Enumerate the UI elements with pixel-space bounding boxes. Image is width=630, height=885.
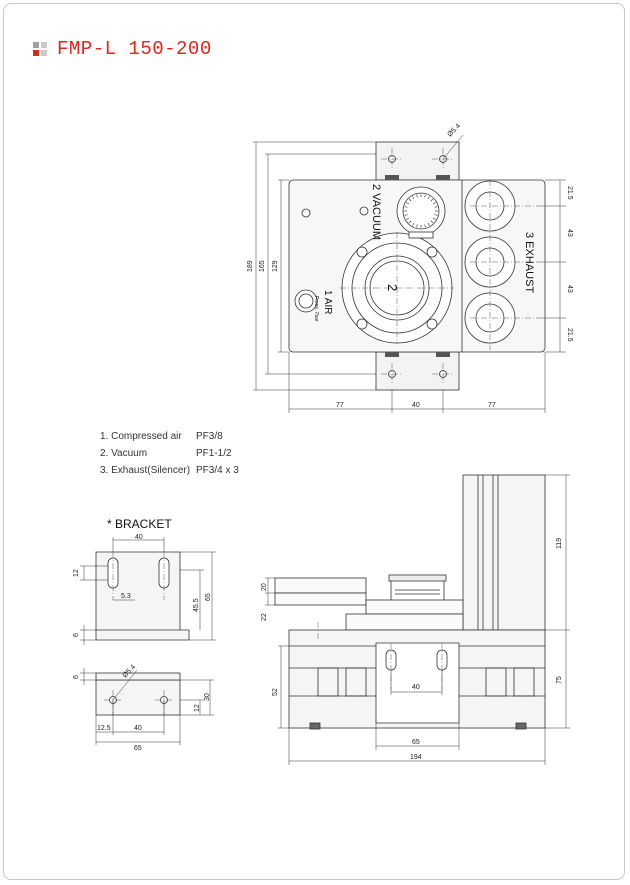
spec-label: 2. Vacuum (100, 448, 148, 459)
page-title: FMP-L 150-200 (57, 38, 212, 60)
air-port-label: 1 AIR (322, 290, 333, 314)
spec-label: 1. Compressed air (100, 431, 182, 442)
gauge-tick (416, 194, 418, 198)
gauge-tick (412, 222, 415, 226)
gauge-tick (408, 198, 412, 202)
gauge-tick (427, 196, 430, 200)
gauge-tick (434, 206, 438, 208)
gauge-tick (406, 202, 410, 205)
center-mark: 2 (385, 284, 400, 291)
dim-bottom-0: 77 (336, 402, 344, 409)
exhaust-port-label: 3 EXHAUST (523, 232, 535, 293)
dim-bottom-1: 40 (412, 402, 420, 409)
gauge-tick (424, 224, 426, 228)
gauge-tick (430, 198, 434, 202)
spec-row: 2. Vacuum PF1-1/2 (100, 445, 239, 462)
spec-row: 1. Compressed air PF3/8 (100, 428, 239, 445)
dim-129: 129 (272, 260, 279, 272)
gauge-tick (432, 217, 436, 220)
spec-label: 3. Exhaust(Silencer) (100, 465, 191, 476)
page-header: FMP-L 150-200 (33, 38, 212, 60)
spec-value: PF3/8 (196, 431, 223, 442)
gauge-tick (412, 196, 415, 200)
dim-right-0: 21.5 (566, 186, 573, 200)
spec-row: 3. Exhaust(Silencer) PF3/4 x 3 (100, 462, 239, 479)
air-sub-label: Press. 7bar (313, 296, 319, 322)
gauge-tick (424, 194, 426, 198)
dim-right-3: 21.5 (566, 328, 573, 342)
gauge-tick (430, 220, 434, 224)
dim-right-2: 43 (566, 285, 573, 293)
gauge-tick (408, 220, 412, 224)
gauge-tick (406, 217, 410, 220)
gauge-tick (416, 224, 418, 228)
spec-list: 1. Compressed air PF3/8 2. Vacuum PF1-1/… (100, 428, 239, 479)
vacuum-port-label: 2 VACUUM (370, 184, 382, 240)
squares-icon (33, 42, 47, 56)
gauge-tick (404, 206, 408, 208)
gauge-tick (404, 214, 408, 216)
dim-189: 189 (247, 260, 254, 272)
page-frame (3, 3, 625, 880)
gauge-tick (432, 202, 436, 205)
spec-value: PF1-1/2 (196, 448, 232, 459)
top-diameter-dim: Ø5.4 (446, 123, 462, 139)
gauge-tick (427, 222, 430, 226)
dim-bottom-2: 77 (488, 402, 496, 409)
dim-right-1: 43 (566, 229, 573, 237)
dim-165: 165 (259, 260, 266, 272)
spec-value: PF3/4 x 3 (196, 465, 239, 476)
gauge-tick (434, 214, 438, 216)
